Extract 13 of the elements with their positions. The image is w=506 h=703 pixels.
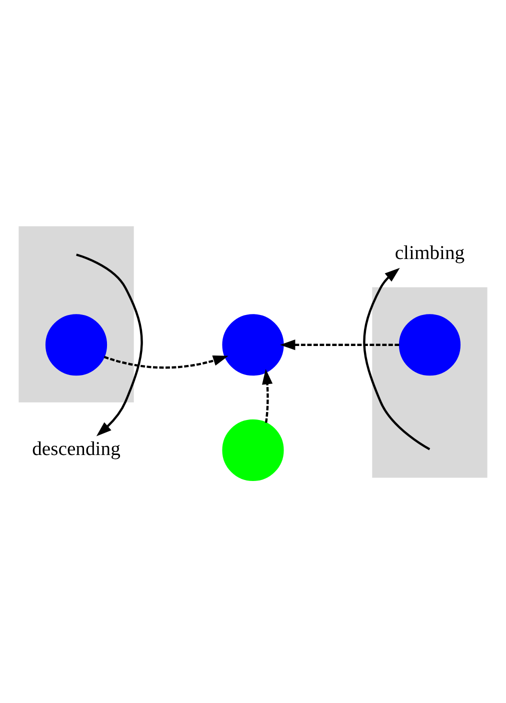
node-circle [222, 314, 284, 376]
node-circle [398, 314, 461, 376]
arrow [280, 339, 400, 350]
cluster [18, 226, 134, 402]
arrow [363, 267, 430, 450]
cluster [372, 286, 488, 478]
arrow [76, 253, 143, 436]
node-circle [222, 418, 284, 480]
node-text: descending [32, 438, 120, 460]
node-circle [45, 314, 108, 376]
arrow [262, 368, 273, 422]
arrow [104, 355, 228, 368]
node-text: climbing [394, 242, 465, 264]
